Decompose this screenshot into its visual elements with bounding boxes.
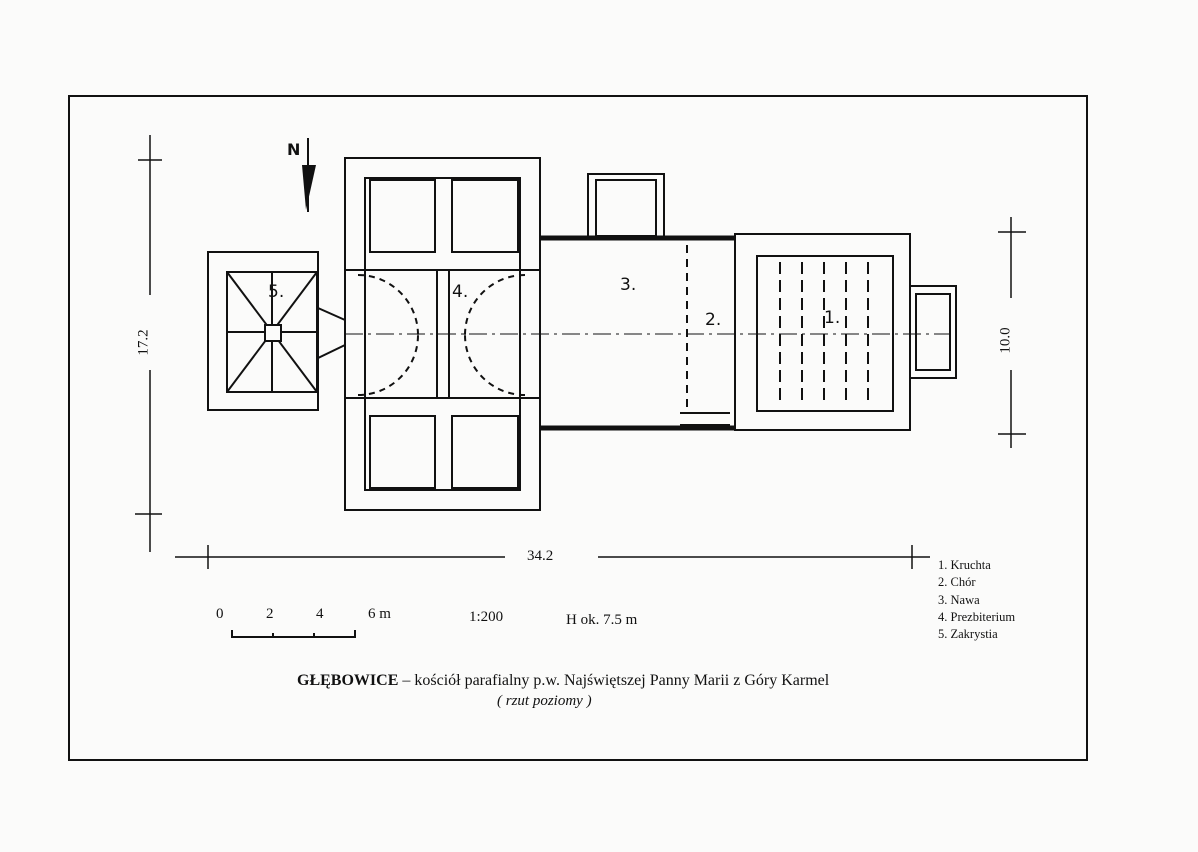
scale-bar	[231, 630, 356, 638]
room-number-2: 2.	[705, 310, 722, 330]
dimension-line-bottom	[175, 545, 930, 569]
dimension-line-left	[135, 135, 162, 552]
sacristy-room	[207, 251, 346, 411]
length-dimension: 34.2	[527, 548, 554, 564]
building-walls	[207, 157, 957, 511]
legend-item: 4. Prezbiterium	[938, 609, 1016, 624]
height-note: H ok. 7.5 m	[566, 612, 638, 628]
legend: 1. Kruchta 2. Chór 3. Nawa 4. Prezbiteri…	[938, 557, 1015, 643]
legend-item: 5. Zakrystia	[938, 627, 998, 642]
legend-item: 2. Chór	[938, 575, 976, 590]
room-number-1: 1.	[824, 308, 841, 328]
legend-item: 1. Kruchta	[938, 558, 991, 572]
room-number-5: 5.	[268, 282, 285, 302]
scale-tick-6: 6 m	[368, 606, 391, 622]
presbytery-room	[344, 157, 541, 511]
title-place: GŁĘBOWICE	[297, 672, 399, 689]
nave-room	[345, 235, 950, 431]
porch-room	[734, 233, 957, 431]
drawing-subtitle: ( rzut poziomy )	[497, 693, 592, 709]
width-dimension-left: 17.2	[135, 329, 152, 356]
dimension-line-right	[998, 217, 1026, 448]
scale-tick-4: 4	[316, 606, 324, 622]
annex-room	[587, 173, 665, 239]
scale-tick-2: 2	[266, 606, 274, 622]
drawing-title: GŁĘBOWICE – kościół parafialny p.w. Najś…	[297, 672, 829, 690]
drawing-frame	[68, 95, 1088, 761]
title-rest: – kościół parafialny p.w. Najświętszej P…	[398, 672, 830, 689]
north-label: N	[287, 140, 301, 159]
scale-tick-0: 0	[216, 606, 224, 622]
north-arrow-icon	[302, 138, 316, 212]
room-number-4: 4.	[452, 282, 469, 302]
legend-item: 3. Nawa	[938, 592, 980, 607]
width-dimension-right: 10.0	[997, 327, 1014, 354]
scale-ratio: 1:200	[469, 609, 504, 625]
room-number-3: 3.	[620, 275, 637, 295]
